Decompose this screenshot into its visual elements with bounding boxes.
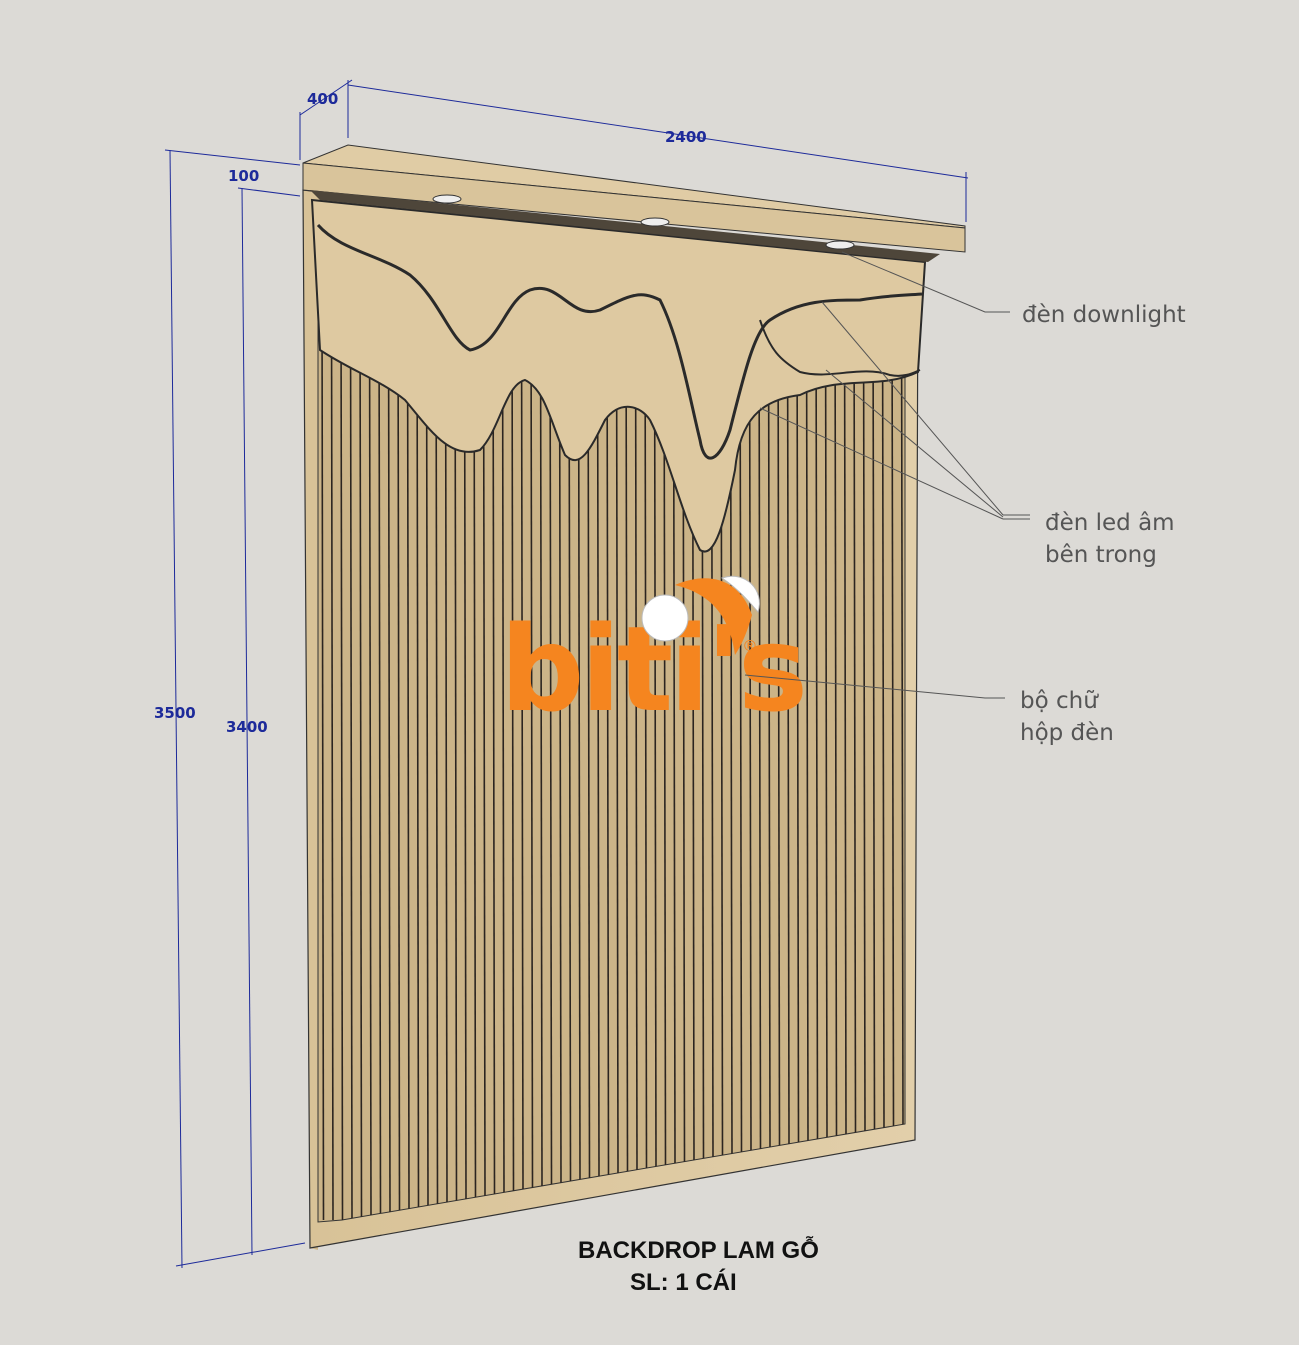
slat [786, 300, 790, 1145]
shelf-front [302, 162, 966, 253]
slat [891, 300, 895, 1127]
slat [805, 300, 809, 1141]
downlights [432, 194, 855, 250]
slat [539, 300, 543, 1187]
wave-panel [310, 198, 927, 553]
slat [815, 300, 819, 1140]
registered-mark: ® [744, 638, 756, 655]
slat [416, 300, 420, 1208]
logo-dot [641, 594, 689, 642]
slat [378, 300, 382, 1214]
slat [834, 300, 838, 1136]
note-led-1: đèn led âm [1045, 510, 1175, 536]
slat [349, 300, 353, 1219]
slat [492, 300, 496, 1195]
note-letters-2: hộp đèn [1020, 720, 1114, 746]
downlight-icon [640, 217, 670, 227]
slat [435, 300, 439, 1204]
slat [397, 300, 401, 1211]
slat [340, 300, 344, 1220]
slat [606, 300, 610, 1175]
slat [767, 300, 771, 1148]
slat [843, 300, 847, 1135]
slat [558, 300, 562, 1183]
slat [758, 300, 762, 1149]
slat [625, 300, 629, 1172]
note-downlight: đèn downlight [1022, 302, 1186, 328]
slat [596, 300, 600, 1177]
slat [520, 300, 524, 1190]
slat [777, 300, 781, 1146]
note-led-2: bên trong [1045, 542, 1157, 568]
slat [501, 300, 505, 1193]
slat [330, 300, 334, 1220]
slat [368, 300, 372, 1216]
slat [482, 300, 486, 1196]
bitis-logo: biti's ® [500, 575, 808, 738]
dim-3400: 3400 [226, 718, 268, 736]
dim-400: 400 [307, 90, 338, 108]
note-letters-1: bộ chữ [1020, 688, 1099, 714]
logo-swoosh [675, 578, 752, 655]
slat [634, 300, 638, 1170]
slat [444, 300, 448, 1203]
slat [425, 300, 429, 1206]
wave-inner-line [316, 224, 923, 460]
leader-lines [744, 251, 1030, 699]
slat [900, 300, 904, 1125]
drawing-title: BACKDROP LAM GỖ [578, 1235, 819, 1264]
slat [511, 300, 515, 1192]
slat [653, 300, 657, 1167]
slat [530, 300, 534, 1188]
slat [853, 300, 857, 1133]
slat [387, 300, 391, 1213]
slat [824, 300, 828, 1138]
shelf-underside [310, 190, 940, 262]
downlight-icon [432, 194, 462, 204]
slat [748, 300, 752, 1151]
wave-inner-line-2 [759, 319, 921, 377]
slat [359, 300, 363, 1217]
dim-2400: 2400 [665, 128, 707, 146]
slat [862, 300, 866, 1132]
dim-100: 100 [228, 167, 259, 185]
slat [615, 300, 619, 1174]
slat [881, 300, 885, 1128]
downlight-icon [825, 240, 855, 250]
slat [321, 300, 325, 1220]
drawing-quantity: SL: 1 CÁI [630, 1268, 737, 1296]
dim-3500: 3500 [154, 704, 196, 722]
slat [872, 300, 876, 1130]
slat [549, 300, 553, 1185]
dimension-lines [164, 79, 969, 1269]
slat [796, 300, 800, 1143]
logo-swoosh-white [720, 575, 760, 614]
slat [406, 300, 410, 1209]
slat [644, 300, 648, 1169]
